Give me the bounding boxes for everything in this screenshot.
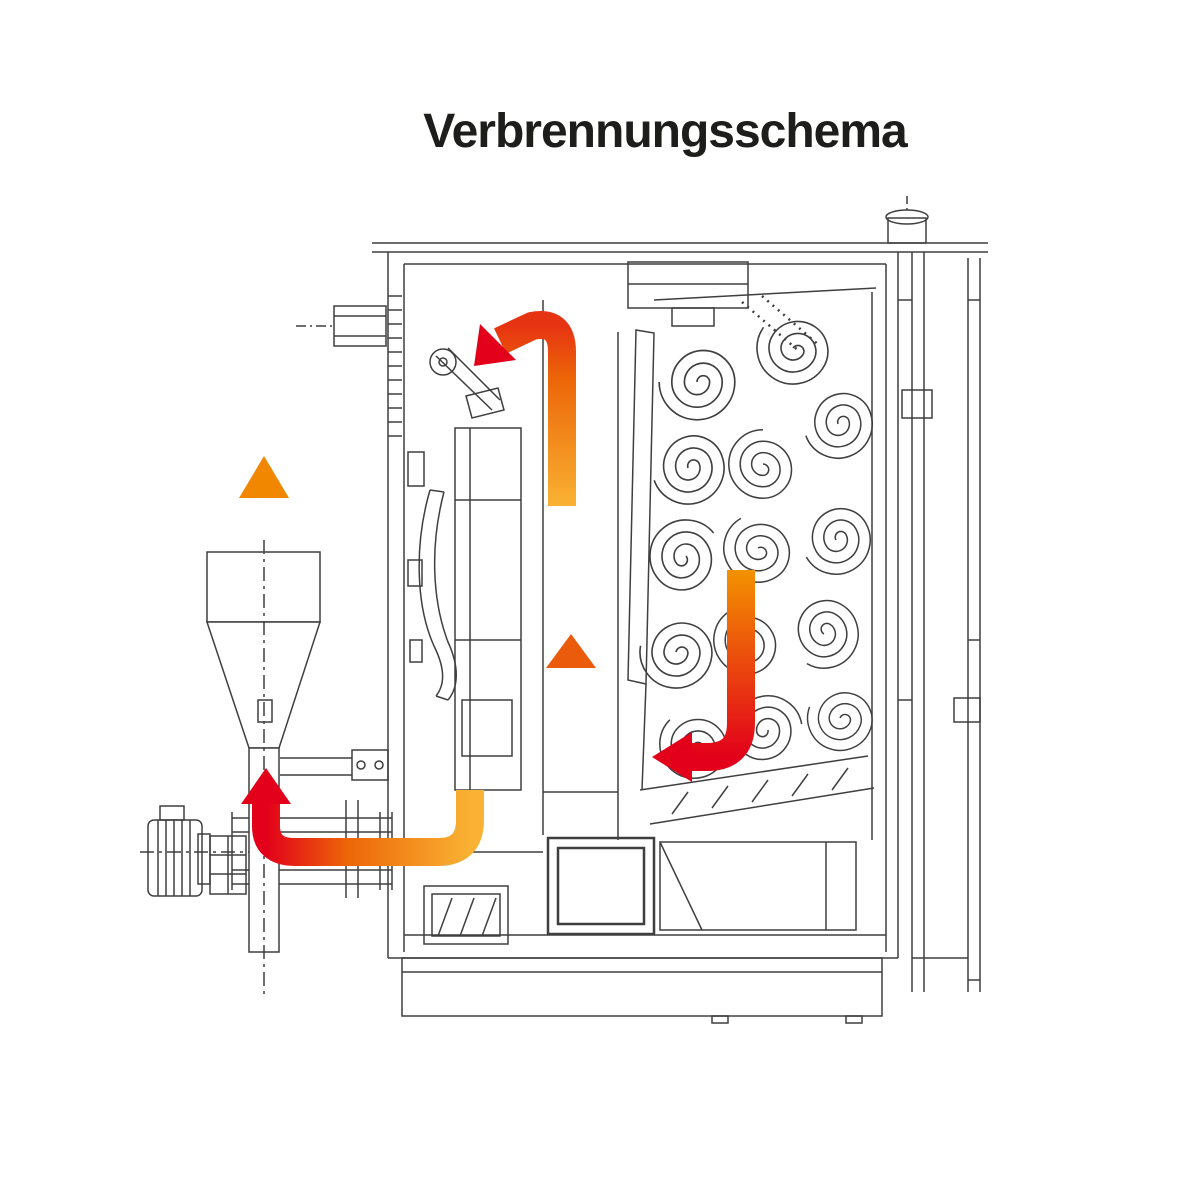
boiler-casing [387,252,899,1024]
top-cover [372,242,988,253]
left-stub-pipe [296,295,402,437]
flue-channel [542,300,619,840]
flue-riser-arrow-icon [474,311,576,506]
pellet-inlet-mechanism [627,261,821,353]
mid-chamber-arrow-icon [546,634,596,710]
entry-flange [280,749,389,781]
page-title: Verbrennungsschema [423,105,908,158]
right-panel [898,252,981,992]
cleaning-unit [407,347,522,791]
combustion-chamber [639,287,877,840]
top-cap [885,196,929,244]
cyclone-exit-arrow-icon [239,456,289,530]
downpass-arrow-icon [652,570,755,782]
cyclone-details [257,540,273,995]
flow-arrows [239,311,755,866]
flue-baffle [627,329,655,685]
return-duct-arrow-icon [241,768,484,866]
turbulator-spirals [633,301,884,794]
ash-boxes [546,836,857,936]
